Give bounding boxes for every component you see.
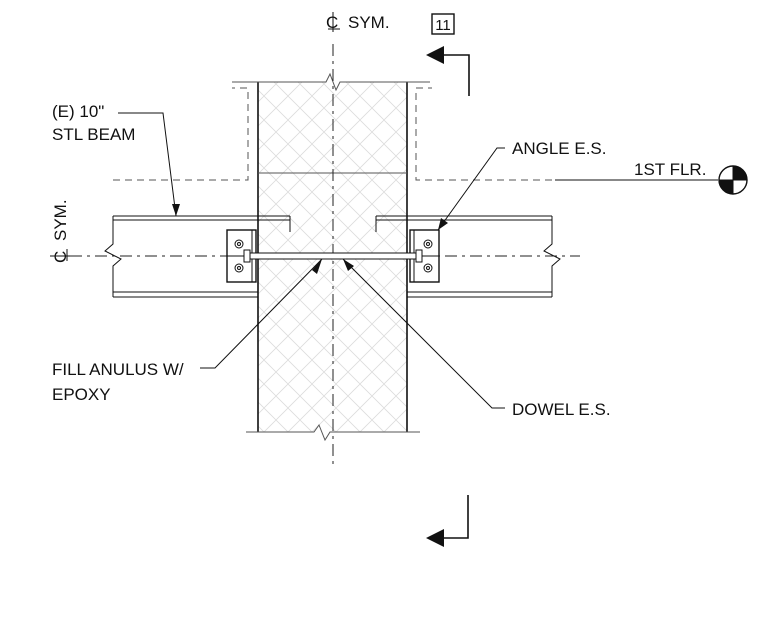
- beam-label-line1: (E) 10": [52, 102, 104, 121]
- section-cut-arrow-top: [426, 46, 470, 96]
- svg-text:C: C: [326, 13, 338, 32]
- bolt-icon: [234, 239, 244, 249]
- beam-label-line2: STL BEAM: [52, 125, 135, 144]
- fill-label-line1: FILL ANULUS W/: [52, 360, 184, 379]
- svg-text:C: C: [51, 251, 70, 263]
- centerline-symbol-left: C SYM.: [50, 199, 70, 263]
- detail-number: 11: [435, 17, 451, 34]
- detail-number-box: 11: [431, 13, 455, 35]
- right-angle: [409, 229, 440, 283]
- left-steel-beam: [104, 87, 291, 298]
- leaders: [118, 112, 505, 409]
- bolt-icon: [423, 263, 433, 273]
- cl-sym-top-label: SYM.: [348, 13, 390, 32]
- bolt-icon: [423, 239, 433, 249]
- centerline-symbol-top: C SYM.: [326, 12, 390, 32]
- bolt-icon: [234, 263, 244, 273]
- left-beam-break: [104, 216, 122, 297]
- section-cut-arrow-bottom: [426, 495, 469, 547]
- dowel: [243, 249, 423, 263]
- wall-bottom-break: [246, 423, 420, 442]
- cl-sym-left-label: SYM.: [51, 199, 70, 241]
- fill-label-line2: EPOXY: [52, 385, 111, 404]
- dowel-label: DOWEL E.S.: [512, 400, 611, 419]
- wall-top-break: [232, 72, 430, 92]
- right-steel-beam: [375, 87, 561, 298]
- angle-label: ANGLE E.S.: [512, 139, 606, 158]
- floor-level-label: 1ST FLR.: [634, 160, 706, 179]
- right-beam-break: [543, 216, 561, 297]
- level-datum-icon: [718, 165, 748, 195]
